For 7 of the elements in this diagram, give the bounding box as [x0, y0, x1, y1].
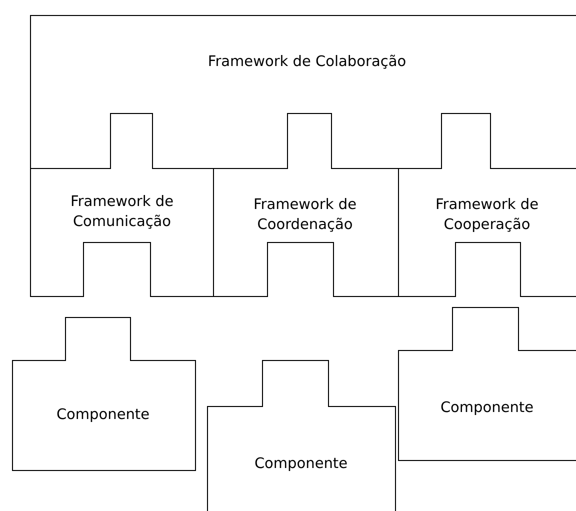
piece-label: Framework de Coordenação	[252, 196, 358, 235]
piece-label: Framework de Cooperação	[434, 196, 540, 235]
piece-label: Framework de Colaboração	[206, 53, 408, 72]
piece-label: Componente	[253, 455, 349, 474]
piece-label: Componente	[55, 406, 151, 425]
piece-label: Componente	[439, 399, 535, 418]
piece-label: Framework de Comunicação	[69, 193, 174, 232]
